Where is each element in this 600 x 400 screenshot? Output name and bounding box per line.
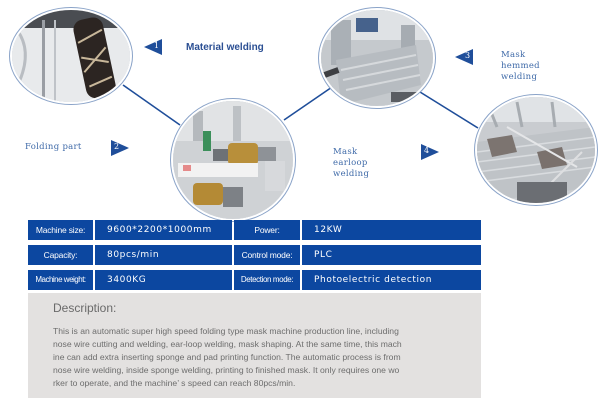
spec-value-machine-size: 9600*2200*1000mm [95, 220, 232, 240]
triangle-right-icon [111, 140, 129, 156]
description-body: This is an automatic super high speed fo… [53, 325, 481, 390]
spec-value-power: 12KW [302, 220, 481, 240]
description-line: ine can add extra inserting sponge and p… [53, 352, 401, 362]
step-1-label: Material welding [186, 42, 264, 53]
photo-mask-hemmed-welding [321, 10, 433, 106]
step-2-marker: 2 [111, 140, 129, 156]
spec-value-capacity: 80pcs/min [95, 245, 232, 265]
spec-key-detection-mode: Detection mode: [234, 270, 300, 290]
triangle-left-icon [144, 39, 162, 55]
description-line: rker to operate, and the machine’ s spee… [53, 378, 296, 388]
spec-key-power: Power: [234, 220, 300, 240]
spec-key-capacity: Capacity: [28, 245, 93, 265]
description-title: Description: [53, 301, 117, 315]
step-2-label: Folding part [25, 142, 82, 152]
step-2-number: 2 [114, 142, 120, 151]
spec-value-detection-mode: Photoelectric detection [302, 270, 481, 290]
step-3-label: Mask hemmed welding [501, 50, 540, 82]
description-panel: Description: This is an automatic super … [28, 293, 481, 398]
step-3-marker: 3 [455, 49, 473, 65]
spec-value-machine-weight: 3400KG [95, 270, 232, 290]
spec-key-machine-weight: Machine weight: [28, 270, 93, 290]
photo-material-welding [12, 10, 130, 102]
step-1-number: 1 [154, 41, 160, 50]
connector-3-4 [419, 91, 479, 129]
step-4-label: Mask earloop welding [333, 147, 370, 179]
connector-1-2 [122, 84, 181, 126]
photo-folding-part [173, 101, 293, 219]
triangle-left-icon [455, 49, 473, 65]
step-4-marker: 4 [421, 144, 439, 160]
step-3-number: 3 [465, 51, 471, 60]
spec-key-machine-size: Machine size: [28, 220, 93, 240]
spec-value-control-mode: PLC [302, 245, 481, 265]
photo-mask-earloop-welding [477, 97, 595, 203]
spec-key-control-mode: Control mode: [234, 245, 300, 265]
step-1-marker: 1 [144, 39, 162, 55]
connector-2-3 [283, 84, 336, 121]
description-line: nose wire cutting and welding, ear-loop … [53, 339, 402, 349]
description-line: This is an automatic super high speed fo… [53, 326, 399, 336]
step-4-number: 4 [424, 146, 430, 155]
description-line: nose wire welding, inside sponge welding… [53, 365, 400, 375]
triangle-right-icon [421, 144, 439, 160]
